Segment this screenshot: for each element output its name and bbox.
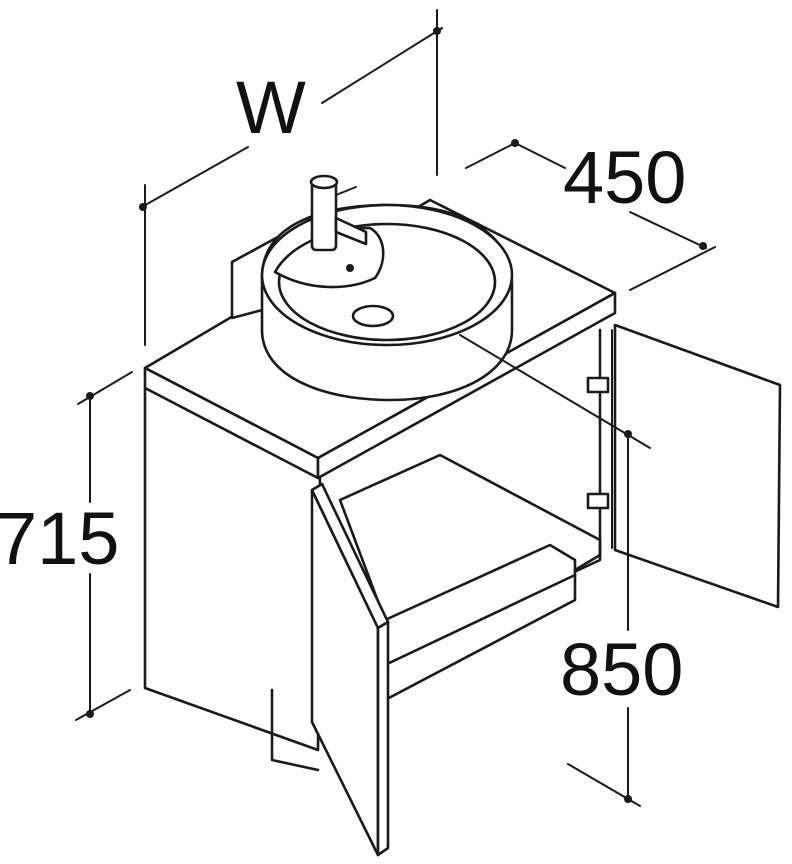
faucet-top [309,174,339,190]
depth-extension-front [629,246,716,291]
total-height-dot-top [624,430,632,438]
depth-extension-back [465,142,516,169]
drain-icon [351,304,395,328]
cabinet-right-frame [573,328,602,572]
total-height-extension-top [459,334,651,449]
width-label: W [236,66,306,149]
width-dimension-line-right [321,27,443,104]
dimension-counter-height: 715 [0,371,133,721]
faucet-shelf [273,226,385,289]
cabinet-body [143,328,602,772]
dimension-total-height: 850 [459,334,683,807]
basin-assembly [230,174,514,402]
right-door-panel [613,323,782,609]
depth-dim-dot-front [699,242,707,250]
right-door [586,323,782,609]
faucet-lever [334,216,368,246]
depth-label: 450 [563,136,686,219]
width-dim-dot-right [433,27,441,35]
counter-height-label: 715 [0,497,119,580]
total-height-label: 850 [560,628,683,711]
faucet-body [310,178,338,252]
counter-height-dot-top [86,392,94,400]
faucet-handle [335,186,357,196]
overflow-hole [346,264,354,272]
right-door-hinge-top [586,376,610,394]
width-dimension-line-left [139,146,249,209]
dimension-width: W [139,9,443,346]
right-door-hinge-bottom [586,492,610,510]
total-height-dot-bottom [624,795,632,803]
counter-height-extension-top [77,371,133,405]
counter-height-dot-bottom [86,710,94,718]
left-door-side-edge [376,620,390,857]
cabinet-plinth [270,688,320,772]
cabinet-floor-edge [383,573,577,667]
width-dim-dot-left [139,203,147,211]
depth-dimension-line-right [629,211,707,249]
depth-dim-dot-back [511,139,519,147]
left-door [310,482,390,857]
dimension-depth: 450 [465,136,716,291]
counter-height-extension-bottom [75,689,131,721]
depth-dimension-line-left [514,142,566,169]
